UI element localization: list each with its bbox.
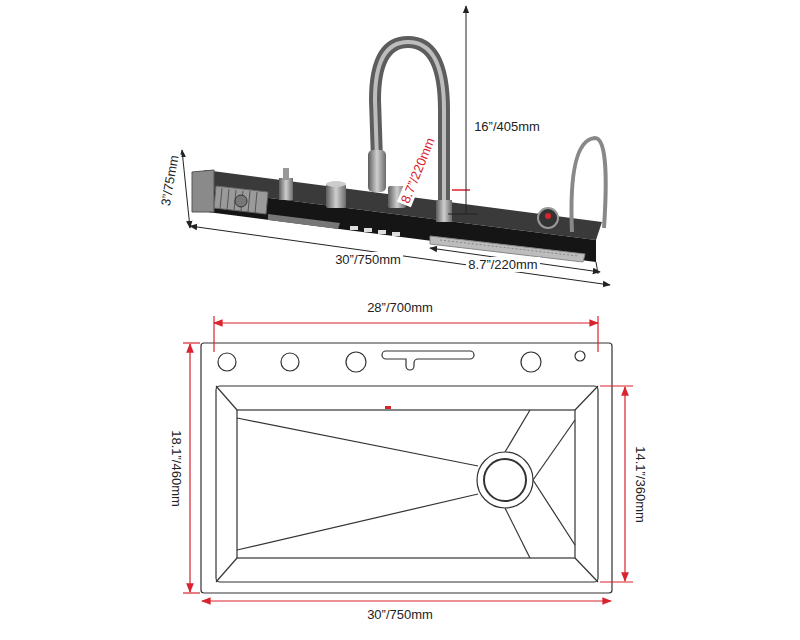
slope-line	[237, 494, 478, 550]
basin-edge	[216, 386, 598, 582]
basin-corner	[575, 558, 598, 582]
tap-hole	[346, 352, 366, 372]
extension-line	[183, 592, 200, 593]
drawing-part	[350, 226, 358, 230]
faucet-highlight	[375, 42, 444, 218]
soap-pump	[283, 168, 289, 180]
drawing-part	[220, 188, 222, 209]
side-faucet	[538, 138, 606, 232]
drawing-part	[440, 240, 578, 256]
dimension-label: 8.7”/220mm	[397, 133, 438, 207]
reference-tick	[452, 189, 470, 191]
depth-dimension	[182, 150, 190, 228]
center-mark	[385, 406, 391, 409]
side-spout	[571, 138, 605, 232]
soap-dispenser	[279, 178, 293, 200]
drawing-part	[364, 228, 372, 232]
basin-depth-dimension	[624, 387, 625, 581]
drawing-part	[227, 189, 229, 210]
extension-line	[596, 262, 598, 274]
dimension-lines	[182, 6, 610, 285]
tap-hole	[218, 353, 236, 371]
dimension-label: 30”/750mm	[365, 607, 435, 622]
control-knob	[326, 184, 346, 208]
dimension-label: 30”/750mm	[333, 252, 403, 267]
dimension-label: 18.1”/460mm	[169, 428, 184, 509]
extension-line	[597, 316, 598, 352]
spray-head	[368, 150, 386, 192]
knob-indicator	[545, 213, 551, 219]
tap-hole	[281, 353, 299, 371]
buttons	[350, 226, 400, 236]
dimension-label: 14.1”/360mm	[633, 444, 648, 525]
basin-corner	[216, 558, 237, 582]
length-dimension	[190, 226, 610, 285]
drawing-part	[255, 192, 257, 213]
rinser-knob	[235, 195, 247, 207]
small-hole	[575, 351, 585, 361]
drawing-part	[392, 232, 400, 236]
slope-line	[237, 418, 478, 466]
drain-inner	[484, 459, 526, 501]
basin-floor	[237, 410, 575, 558]
dimension-label: 16”/405mm	[472, 119, 542, 134]
end-cap	[192, 170, 214, 212]
overall-width-dimension	[202, 600, 611, 601]
sink-plan	[201, 343, 612, 593]
dimension-label: 3”/75mm	[158, 151, 182, 208]
faucet-deck	[192, 170, 602, 262]
drain-outer	[477, 452, 533, 508]
basin-corner	[575, 386, 598, 410]
tap-hole	[521, 352, 541, 372]
faucet-spout	[375, 42, 444, 218]
main-faucet	[368, 42, 452, 222]
slope-line	[533, 480, 575, 545]
extension-line	[448, 214, 478, 215]
outlet-dimension	[430, 248, 600, 272]
height-dimension	[466, 6, 467, 214]
slope-line	[505, 410, 530, 452]
drawing-part	[248, 191, 250, 212]
extension-line	[600, 385, 633, 386]
extension-line	[600, 581, 633, 582]
basin-corner	[216, 386, 237, 410]
extension-line	[213, 316, 214, 352]
slope-line	[533, 420, 575, 480]
outlet-dots	[440, 240, 578, 256]
faucet-base	[436, 200, 452, 222]
knob-top	[326, 181, 346, 187]
drawing-part	[378, 230, 386, 234]
outlet-slot	[382, 351, 474, 370]
depth-dimension	[189, 344, 190, 592]
width-dimension	[214, 322, 598, 323]
red-dimensions	[183, 316, 633, 601]
side-knob	[538, 208, 558, 228]
cup-rinser	[214, 186, 268, 214]
slope-line	[505, 508, 530, 558]
dimension-label: 8.7”/220mm	[466, 257, 539, 272]
display-strip	[268, 214, 340, 229]
rinser-grille	[220, 188, 257, 213]
extension-line	[183, 342, 200, 343]
deck-fittings	[279, 168, 406, 208]
sink-rim	[201, 343, 612, 593]
dimension-label: 28”/700mm	[365, 300, 435, 315]
